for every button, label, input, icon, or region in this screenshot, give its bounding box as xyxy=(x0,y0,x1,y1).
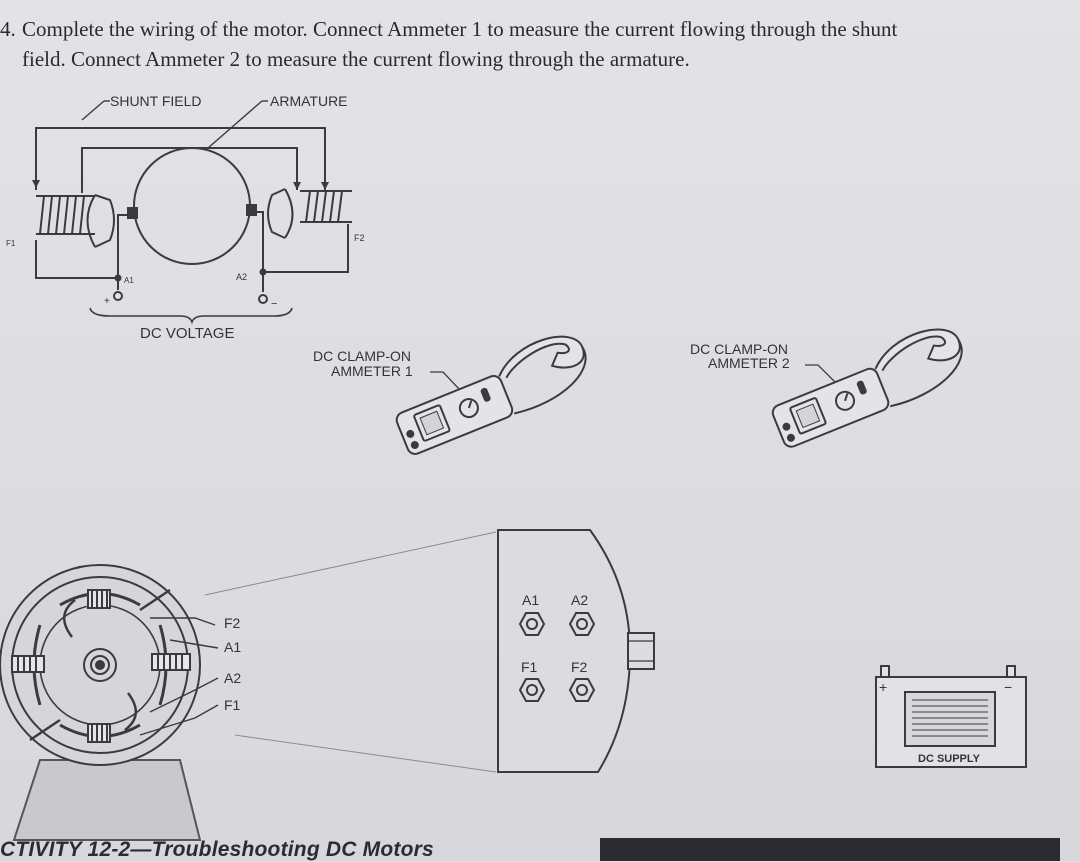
shunt-coil-left xyxy=(36,195,95,235)
ammeter1-label-line1: DC CLAMP-ON xyxy=(313,348,411,364)
dc-supply-label: DC SUPPLY xyxy=(918,753,981,765)
footer-band xyxy=(600,838,1060,861)
terminal-f2-label: F2 xyxy=(571,659,588,675)
motor-lead-f2: F2 xyxy=(224,615,241,631)
motor-lead-f1: F1 xyxy=(224,697,241,713)
clamp-meter-1-icon[interactable] xyxy=(389,327,597,457)
motor-schematic xyxy=(35,100,352,325)
terminal-f1-label: F1 xyxy=(521,659,538,675)
terminal-f1[interactable] xyxy=(518,678,546,702)
ammeter1-label-line2: AMMETER 1 xyxy=(331,363,413,379)
terminal-plus xyxy=(113,291,123,301)
terminal-minus xyxy=(258,294,268,304)
supply-minus-label: − xyxy=(1004,679,1012,695)
motor-lead-a2: A2 xyxy=(224,670,241,686)
f2-schematic-label: F2 xyxy=(354,233,365,243)
f1-schematic-label: F1 xyxy=(6,239,16,248)
question-number: 4. xyxy=(0,17,16,41)
minus-label: − xyxy=(271,298,277,310)
brush-left xyxy=(127,207,138,219)
terminal-a1[interactable] xyxy=(518,612,546,636)
motor-drawing xyxy=(0,564,219,841)
question-text: 4.Complete the wiring of the motor. Conn… xyxy=(0,14,1060,74)
supply-plus-label: + xyxy=(879,679,887,695)
a2-schematic-label: A2 xyxy=(236,272,247,282)
question-line-2: field. Connect Ammeter 2 to measure the … xyxy=(22,47,690,71)
terminal-a2[interactable] xyxy=(568,612,596,636)
terminal-f2[interactable] xyxy=(568,678,596,702)
armature-label: ARMATURE xyxy=(270,93,348,109)
dc-supply xyxy=(875,676,1027,768)
activity-footer-title: CTIVITY 12-2—Troubleshooting DC Motors xyxy=(0,838,434,861)
supply-negative-terminal[interactable] xyxy=(1006,665,1016,678)
ammeter2-label-line1: DC CLAMP-ON xyxy=(690,341,788,357)
terminal-a1-label: A1 xyxy=(522,592,539,608)
a1-schematic-label: A1 xyxy=(124,276,134,285)
plus-label: + xyxy=(104,296,110,307)
motor-lead-a1: A1 xyxy=(224,639,241,655)
clamp-meter-2-icon[interactable] xyxy=(765,320,973,450)
question-line-1: Complete the wiring of the motor. Connec… xyxy=(22,17,898,41)
supply-positive-terminal[interactable] xyxy=(880,665,890,678)
ammeter2-label-line2: AMMETER 2 xyxy=(708,355,790,371)
armature-symbol xyxy=(133,147,251,265)
terminal-box xyxy=(497,529,655,773)
dc-voltage-label: DC VOLTAGE xyxy=(140,325,234,342)
shunt-field-label: SHUNT FIELD xyxy=(110,93,202,109)
brush-right xyxy=(246,204,257,216)
shunt-coil-right xyxy=(300,190,352,223)
terminal-a2-label: A2 xyxy=(571,592,588,608)
